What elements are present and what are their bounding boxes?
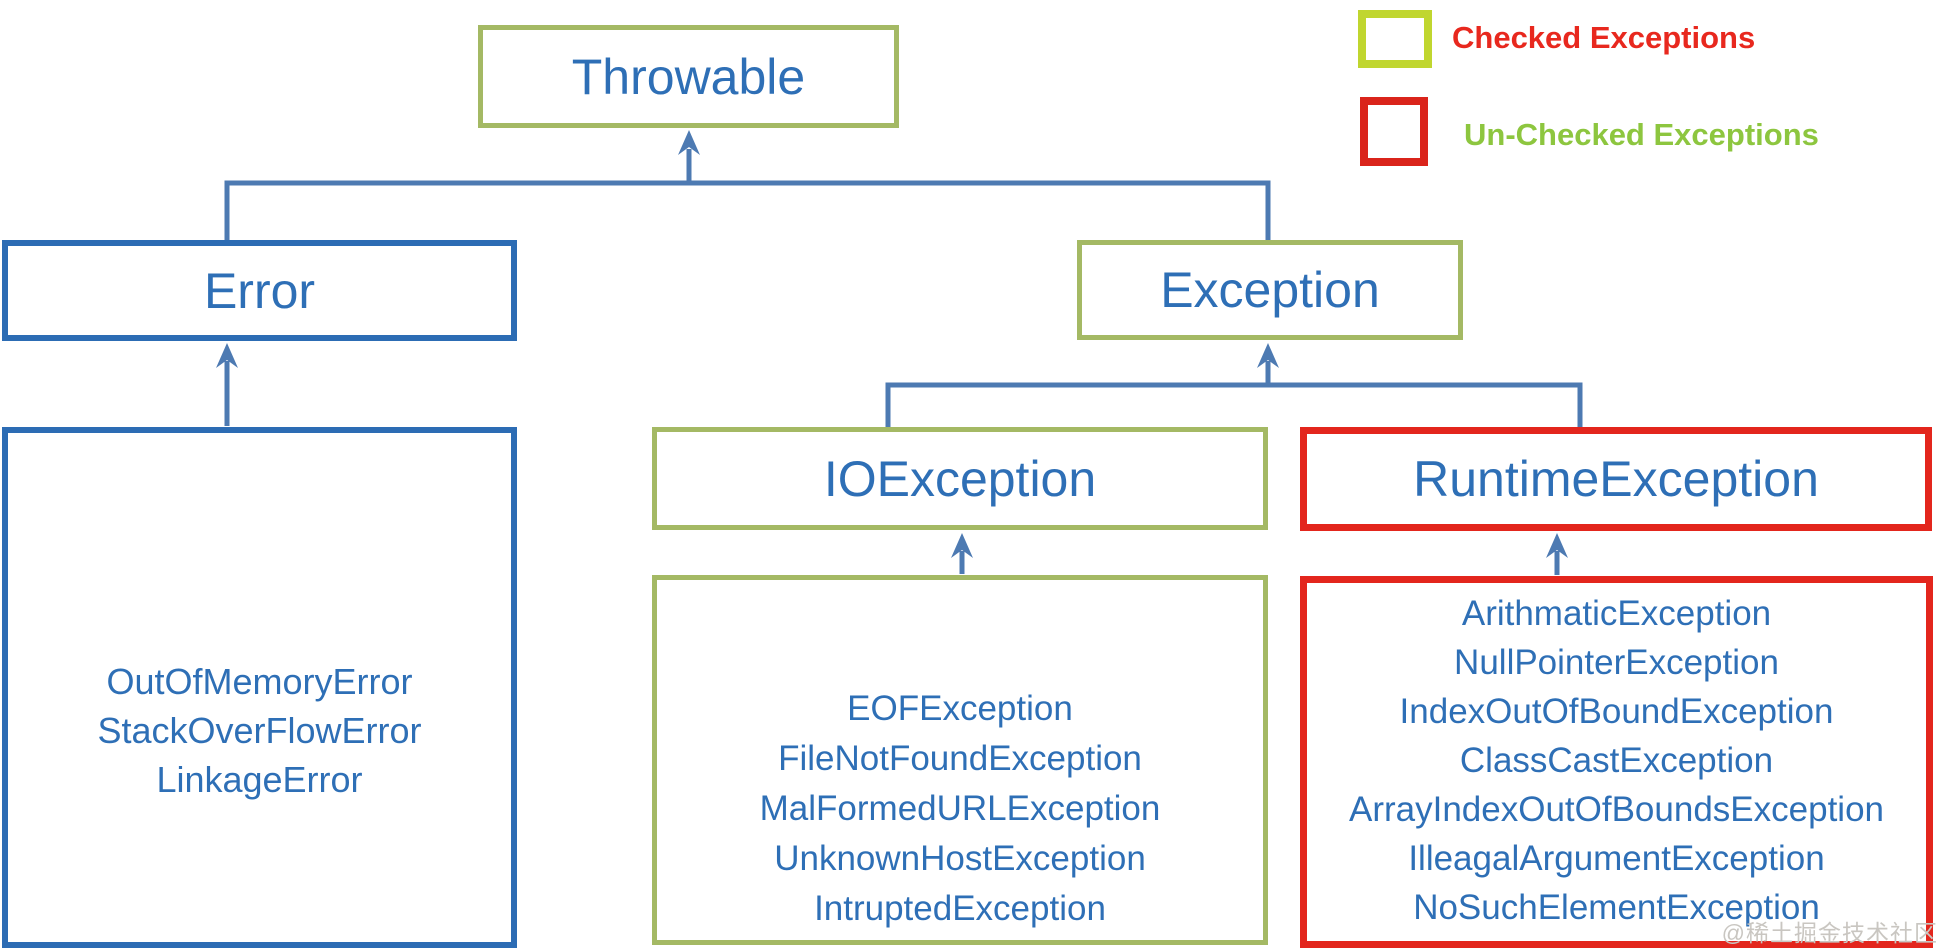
node-exception: Exception (1077, 240, 1463, 340)
list-item: ArithmaticException (1461, 594, 1772, 633)
watermark: @稀土掘金技术社区 (1721, 920, 1938, 946)
node-error: Error (2, 240, 517, 341)
arrowhead-exception (1257, 343, 1279, 368)
list-item: ClassCastException (1459, 741, 1774, 780)
list-item: MalFormedURLException (759, 789, 1161, 828)
node-runtimeexception: RuntimeException (1300, 427, 1932, 531)
legend-checked-label: Checked Exceptions (1452, 20, 1756, 55)
node-ioexception-label: IOException (823, 450, 1097, 507)
list-item: IlleagalArgumentException (1408, 839, 1825, 878)
list-item: LinkageError (156, 759, 363, 800)
arrowhead-error (216, 343, 238, 368)
list-item: IndexOutOfBoundException (1399, 692, 1834, 731)
list-item: OutOfMemoryError (106, 661, 413, 702)
legend-unchecked-swatch (1360, 97, 1428, 166)
legend-unchecked-label: Un-Checked Exceptions (1464, 117, 1819, 152)
arrowhead-ioexception (951, 533, 973, 558)
node-runtimeexception-label: RuntimeException (1413, 451, 1819, 507)
list-item: NoSuchElementException (1413, 888, 1820, 927)
node-throwable-label: Throwable (571, 48, 806, 105)
arrowhead-throwable (678, 130, 700, 155)
list-item: UnknownHostException (774, 839, 1146, 878)
list-item: ArrayIndexOutOfBoundsException (1348, 790, 1884, 829)
ioexception-subclasses-box: EOFException FileNotFoundException MalFo… (652, 575, 1268, 945)
legend-checked-swatch (1358, 10, 1432, 68)
list-item: FileNotFoundException (778, 739, 1142, 778)
error-subclasses-box: OutOfMemoryError StackOverFlowError Link… (2, 427, 517, 948)
branch-exception (885, 382, 1583, 427)
node-exception-label: Exception (1160, 262, 1380, 318)
branch-throwable (224, 180, 1271, 240)
list-item: EOFException (847, 689, 1073, 728)
list-item: IntruptedException (814, 889, 1106, 928)
list-item: NullPointerException (1454, 643, 1779, 682)
node-ioexception: IOException (652, 427, 1268, 530)
arrowhead-runtimeexception (1546, 533, 1568, 558)
list-item: StackOverFlowError (97, 710, 422, 751)
runtimeexception-subclasses-box: ArithmaticException NullPointerException… (1300, 576, 1933, 948)
node-error-label: Error (203, 262, 316, 319)
node-throwable: Throwable (478, 25, 899, 128)
